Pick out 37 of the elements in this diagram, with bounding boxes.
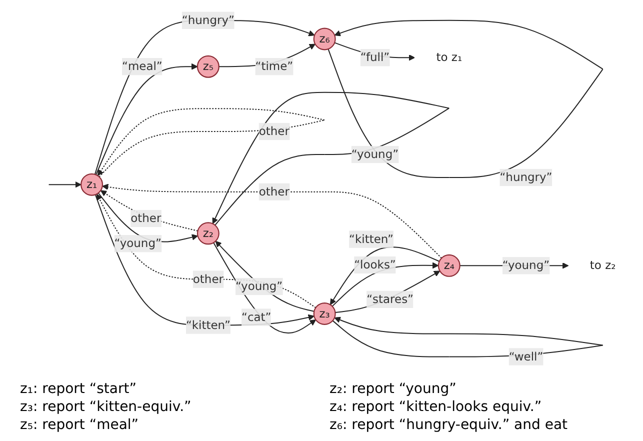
edge-label: “young” bbox=[114, 234, 162, 252]
edge-label: “well” bbox=[508, 348, 544, 366]
state-circle: z₄ bbox=[438, 254, 460, 277]
edge-label: “cat” bbox=[242, 308, 272, 326]
state-note: z₆: report “hungry-equiv.” and eat bbox=[330, 417, 569, 433]
target-note: to z₂ bbox=[590, 258, 616, 272]
edge-label: “young” bbox=[351, 146, 399, 164]
state-circle: z₃ bbox=[313, 302, 336, 325]
state-circle: z₁ bbox=[80, 173, 104, 196]
edge-label: other bbox=[192, 270, 224, 288]
state-note: z₅: report “meal” bbox=[20, 417, 140, 433]
edge-label: “young” bbox=[235, 278, 283, 296]
state-circle: z₅ bbox=[196, 55, 220, 78]
edge-label: “kitten” bbox=[349, 230, 394, 248]
arrow bbox=[96, 63, 198, 175]
edge-label: “stares” bbox=[366, 290, 414, 308]
state-note: z₂: report “young” bbox=[330, 381, 458, 397]
state-note: z₃: report “kitten-equiv.” bbox=[20, 399, 192, 415]
edge-label: “young” bbox=[502, 256, 550, 274]
state-note: z₁: report “start” bbox=[20, 381, 138, 397]
state-circle: z₆ bbox=[313, 28, 336, 50]
edge-label: “meal” bbox=[122, 58, 162, 76]
arrow bbox=[102, 184, 442, 258]
edge-label: other bbox=[258, 122, 290, 140]
arrow bbox=[48, 181, 82, 188]
state-circle: z₂ bbox=[196, 222, 220, 245]
state-note: z₄: report “kitten-looks equiv.” bbox=[330, 399, 543, 415]
edge-label: “kitten” bbox=[186, 316, 230, 334]
edge-label: “full” bbox=[360, 48, 390, 66]
edge-label: “time” bbox=[255, 58, 294, 76]
edge-label: “hungry” bbox=[500, 168, 552, 186]
edge-label: “hungry” bbox=[182, 12, 234, 29]
arrow bbox=[328, 20, 604, 178]
edge-label: other bbox=[130, 210, 162, 228]
edge-label: “looks” bbox=[354, 256, 396, 274]
edge-label: other bbox=[258, 183, 290, 200]
target-note: to z₁ bbox=[436, 50, 462, 64]
